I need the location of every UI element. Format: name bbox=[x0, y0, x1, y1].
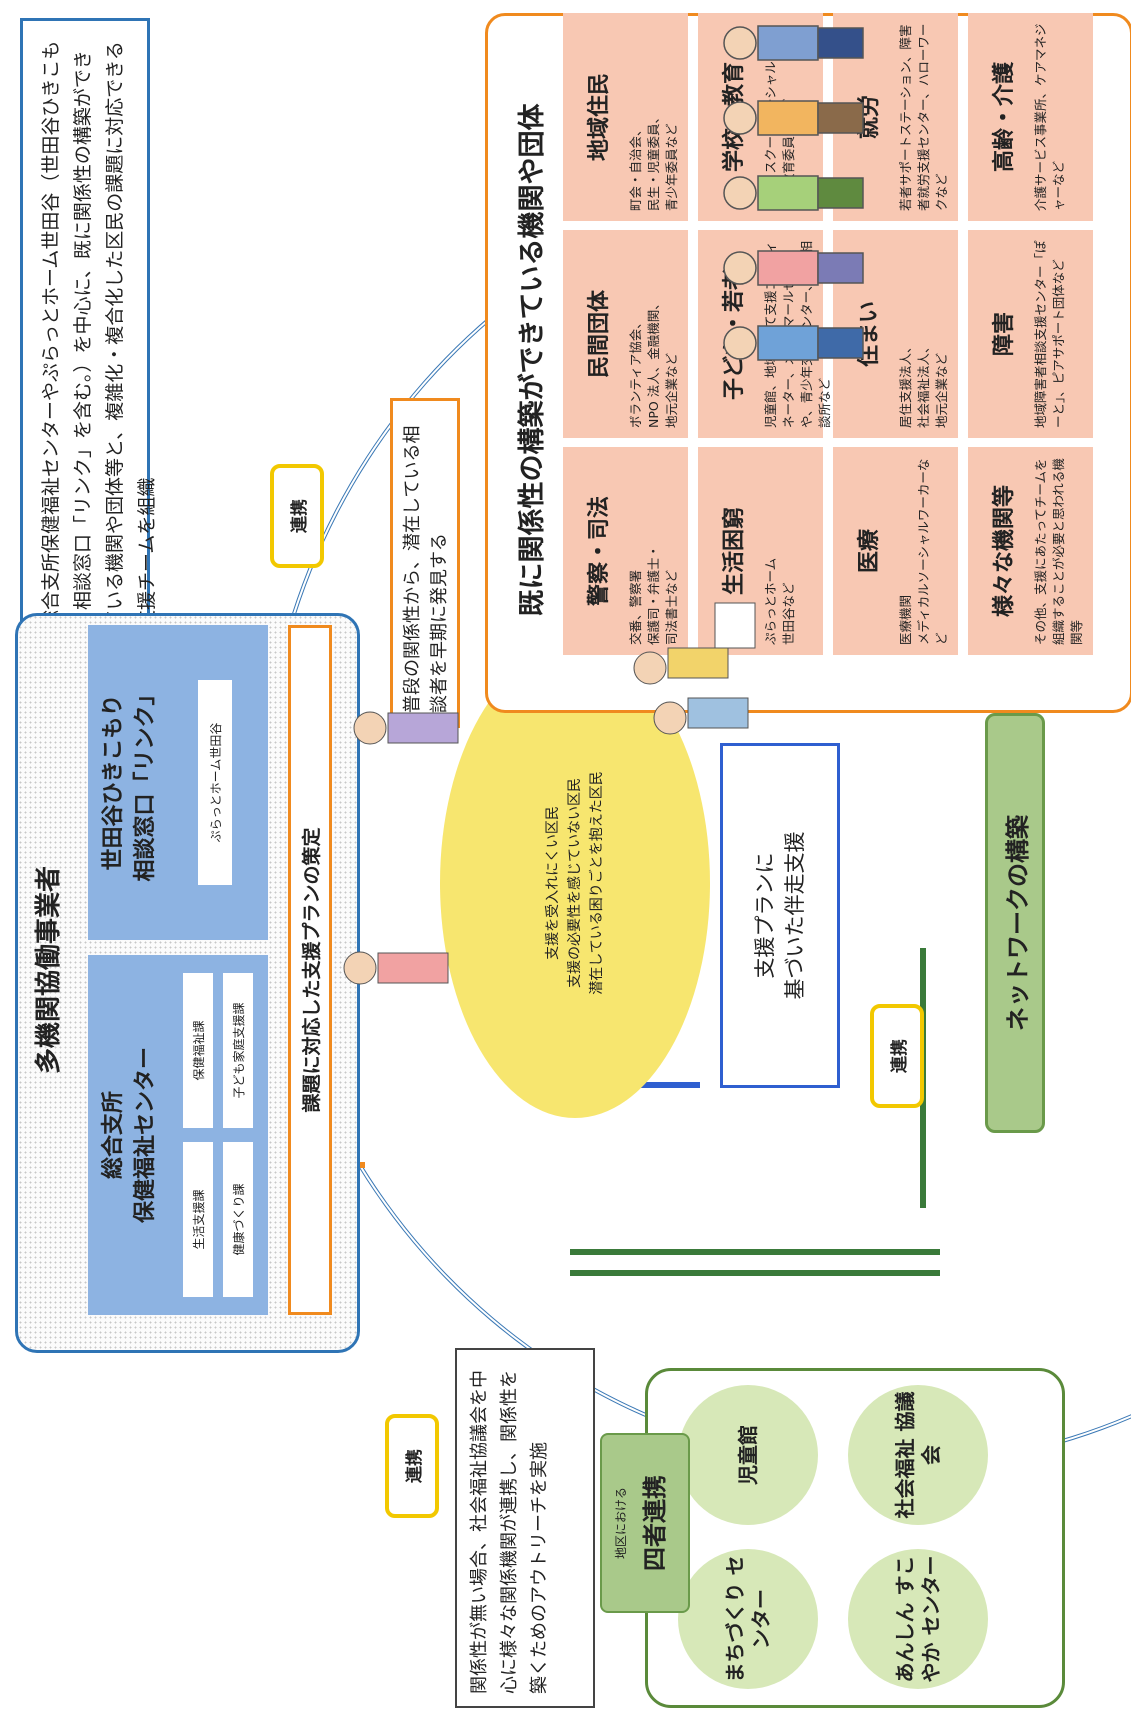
renkei-label: 連携 bbox=[870, 1004, 924, 1108]
consultation-illustration bbox=[620, 598, 770, 748]
health-welfare-center-title: 総合支所 保健福祉センター bbox=[101, 1047, 158, 1224]
resident-illustration bbox=[340, 648, 490, 768]
org-cell-title: 警察・司法 bbox=[587, 496, 612, 607]
org-cell-title: 様々な機関等 bbox=[992, 485, 1017, 618]
renkei-label: 連携 bbox=[385, 1414, 439, 1518]
network-construction-label: ネットワークの構築 bbox=[985, 713, 1045, 1133]
division-item: 生活支援課 bbox=[183, 1142, 213, 1297]
org-cell: 高齢・介護介護サービス事業所、ケアマネジャーなど bbox=[968, 13, 1093, 221]
org-cell-desc: その他、支援にあたってチームを組織することが必要と思われる機関等 bbox=[1033, 458, 1084, 645]
plathome-item: ぷらっとホーム世田谷 bbox=[198, 680, 232, 885]
division-item: 保健福祉課 bbox=[183, 973, 213, 1128]
community-center-circle: まちづくり センター bbox=[678, 1549, 818, 1689]
org-cell-desc: 居住支援法人、 社会福祉法人、 地元企業など bbox=[898, 340, 949, 428]
org-cell: 地域住民町会・自治会、 民生・児童委員、 青少年委員など bbox=[563, 13, 688, 221]
social-welfare-council-circle: 社会福祉 協議会 bbox=[848, 1385, 988, 1525]
four-party-panel: まちづくり センター 児童館 あんしん すこやか センター 社会福祉 協議会 bbox=[645, 1368, 1065, 1708]
four-party-label: 地区における 四者連携 bbox=[600, 1433, 690, 1613]
renkei-label: 連携 bbox=[270, 464, 324, 568]
link-counter-title: 世田谷ひきこもり 相談窓口「リンク」 bbox=[101, 683, 158, 882]
accompany-support-box: 支援プランに 基づいた伴走支援 bbox=[720, 743, 840, 1088]
org-cell-title: 地域住民 bbox=[587, 73, 612, 162]
four-party-small: 地区における bbox=[614, 1487, 628, 1560]
org-cell: 民間団体ボランティア協会、 NPO 法人、金融機関、 地元企業など bbox=[563, 230, 688, 438]
children-hall-circle: 児童館 bbox=[678, 1385, 818, 1525]
anshin-sukoyaka-circle: あんしん すこやか センター bbox=[848, 1549, 988, 1689]
org-cell-title: 高齢・介護 bbox=[992, 62, 1017, 173]
org-cell-desc: 町会・自治会、 民生・児童委員、 青少年委員など bbox=[628, 110, 679, 211]
connector-line bbox=[640, 1082, 700, 1088]
multi-agency-box: 多機関協働事業者 総合支所 保健福祉センター 生活支援課 保健福祉課 健康づくり… bbox=[15, 613, 360, 1353]
multi-agency-title: 多機関協働事業者 bbox=[34, 866, 64, 1075]
org-cell-title: 民間団体 bbox=[587, 290, 612, 379]
connector-line bbox=[570, 1249, 940, 1255]
workers-illustration bbox=[700, 8, 870, 378]
support-plan-label: 課題に対応した支援プランの策定 bbox=[288, 625, 332, 1315]
org-cell-desc: 若者サポートステーション、障害者就労支援センター、ハローワークなど bbox=[898, 23, 949, 211]
org-cell-title: 障害 bbox=[992, 312, 1017, 357]
org-cell-title: 医療 bbox=[857, 529, 882, 574]
org-cell: 様々な機関等その他、支援にあたってチームを組織することが必要と思われる機関等 bbox=[968, 447, 1093, 655]
connector-line bbox=[570, 1270, 940, 1276]
org-cell-desc: 地域障害者相談支援センター「ぽーと」、ピアサポート団体など bbox=[1033, 240, 1066, 428]
division-item: 健康づくり課 bbox=[223, 1142, 253, 1297]
intro-text: 総合支所保健福祉センターやぷらっとホーム世田谷（世田谷ひきこもり相談窓口「リンク… bbox=[20, 18, 158, 648]
four-party-title: 四者連携 bbox=[641, 1475, 669, 1571]
org-cell: 医療医療機関 メディカルソーシャルワーカーなど bbox=[833, 447, 958, 655]
division-item: 子ども家庭支援課 bbox=[223, 973, 253, 1128]
org-cell-desc: 医療機関 メディカルソーシャルワーカーなど bbox=[898, 458, 949, 645]
link-counter-box: 世田谷ひきこもり 相談窓口「リンク」 ぷらっとホーム世田谷 bbox=[88, 625, 268, 940]
outreach-text: 関係性が無い場合、社会福祉協議会を中心に様々な関係機関が連携し、関係性を築くため… bbox=[455, 1348, 595, 1708]
existing-orgs-title: 既に関係性の構築ができている機関や団体 bbox=[517, 103, 548, 617]
org-cell: 障害地域障害者相談支援センター「ぽーと」、ピアサポート団体など bbox=[968, 230, 1093, 438]
org-cell-desc: ボランティア協会、 NPO 法人、金融機関、 地元企業など bbox=[628, 297, 679, 428]
org-cell-desc: 介護サービス事業所、ケアマネジャーなど bbox=[1033, 23, 1066, 211]
health-welfare-center-box: 総合支所 保健福祉センター 生活支援課 保健福祉課 健康づくり課 子ども家庭支援… bbox=[88, 955, 268, 1315]
resident-illustration bbox=[330, 888, 480, 1008]
